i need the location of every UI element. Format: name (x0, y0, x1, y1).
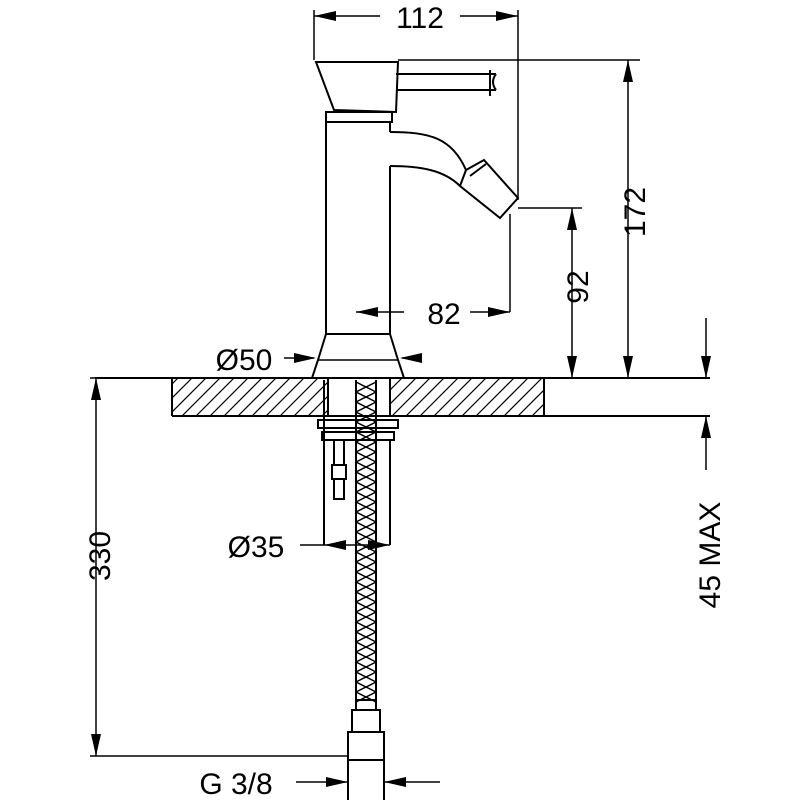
hose-braid-segment (355, 606, 377, 613)
dim-thread-label: G 3/8 (199, 768, 272, 800)
hose-braid-segment (355, 496, 377, 503)
hatch-line (181, 378, 221, 416)
hose-braid-segment (355, 656, 377, 663)
hose-braid-segment (355, 686, 377, 693)
hatch-line (588, 378, 626, 416)
hatch-line (251, 378, 291, 416)
faucet-body (311, 61, 520, 379)
hatch-line (237, 378, 277, 416)
dim-deck-thickness-label: 45 MAX (694, 502, 727, 609)
dim-total-height-label: 172 (619, 187, 652, 237)
hose-braid-segment (355, 516, 377, 523)
hose-braid-segment (355, 486, 377, 493)
dim-shank-diameter-label: Ø35 (228, 531, 285, 564)
hatch-line (546, 378, 584, 416)
hatch-line (405, 378, 445, 416)
dim-hose-length-label: 330 (84, 531, 117, 581)
dim-base-diameter-label: Ø50 (216, 344, 273, 377)
hatch-line (223, 378, 263, 416)
hatch-line (475, 378, 515, 416)
hatch-line (391, 378, 431, 416)
hatch-line (461, 378, 501, 416)
hatch-line (419, 378, 459, 416)
hose-braid-segment (355, 586, 377, 593)
hose-braid-segment (355, 386, 377, 393)
hose-braid-segment (355, 456, 377, 463)
hose-braid-segment (355, 556, 377, 563)
hose-braid-segment (355, 546, 377, 553)
hose-braid-segment (355, 416, 377, 423)
hose-braid-segment (355, 596, 377, 603)
hose-braid-segment (355, 406, 377, 413)
hatch-line (503, 378, 543, 416)
hatch-line (489, 378, 529, 416)
hatch-line (265, 378, 305, 416)
hatch-line (172, 378, 207, 413)
hatch-line (293, 378, 333, 416)
hose-braid-segment (355, 446, 377, 453)
hatch-line (447, 378, 487, 416)
hatch-line (172, 378, 193, 399)
hose-braid-segment (355, 646, 377, 653)
dim-width-label: 112 (396, 2, 444, 35)
dimension-lines (90, 10, 711, 787)
hose-braid-segment (355, 526, 377, 533)
dim-spout-height-label: 92 (562, 270, 595, 303)
hose-braid-segment (355, 396, 377, 403)
hatch-line (560, 378, 598, 416)
hatch-line (574, 378, 612, 416)
shank-and-hose (317, 380, 399, 800)
hatch-line (517, 389, 544, 416)
hose-braid-segment (355, 476, 377, 483)
hose-braid-segment (355, 676, 377, 683)
hose-braid-segment (355, 436, 377, 443)
hose-braid-segment (355, 566, 377, 573)
hatch-line (195, 378, 235, 416)
hose-braid-segment (355, 616, 377, 623)
dimension-labels: 112 172 92 82 Ø50 45 MAX Ø35 330 G 3/8 (84, 2, 727, 800)
dim-reach-label: 82 (427, 298, 460, 331)
hose-braid-segment (355, 576, 377, 583)
hatch-line (209, 378, 249, 416)
hose-braid-segment (355, 506, 377, 513)
hatch-line (279, 378, 319, 416)
hose-braid-segment (355, 666, 377, 673)
hose-braid-segment (355, 466, 377, 473)
hose-braid-segment (355, 536, 377, 543)
hatch-line (433, 378, 473, 416)
hose-braid-segment (355, 426, 377, 433)
hose-braid-segment (355, 636, 377, 643)
countertop-section (95, 377, 710, 417)
hose-braid-segment (355, 626, 377, 633)
hatch-line (531, 403, 544, 416)
